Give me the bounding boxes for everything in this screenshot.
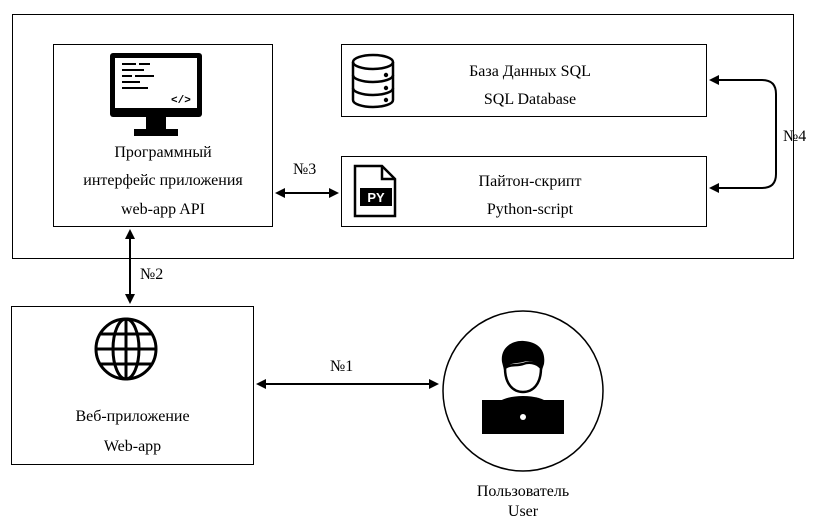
computer-code-icon: </> — [110, 53, 202, 136]
database-label-line1: База Данных SQL — [469, 63, 591, 80]
webapp-label-line1: Веб-приложение — [75, 408, 190, 425]
python-label-line1: Пайтон-скрипт — [478, 173, 582, 190]
python-badge-text: PY — [367, 190, 385, 205]
globe-icon — [94, 317, 158, 381]
api-label-line2: интерфейс приложения — [83, 172, 243, 189]
edge-label-3: №3 — [293, 161, 317, 178]
database-node — [341, 44, 707, 117]
edge-label-1: №1 — [330, 358, 354, 375]
edge-label-4: №4 — [783, 128, 807, 145]
user-label-line2: User — [507, 503, 539, 520]
python-file-icon: PY — [353, 164, 397, 218]
edge-4 — [709, 75, 777, 193]
edge-label-2: №2 — [140, 266, 164, 283]
user-label-line1: Пользователь — [476, 483, 570, 500]
python-node — [341, 156, 707, 227]
database-icon — [351, 53, 395, 109]
api-label-line1: Программный — [114, 144, 212, 161]
user-laptop-icon — [482, 340, 564, 434]
webapp-label-line2: Web-app — [103, 438, 162, 455]
api-label-line3: web-app API — [121, 201, 205, 218]
python-label-line2: Python-script — [486, 201, 574, 218]
database-label-line2: SQL Database — [483, 91, 577, 108]
svg-text:</>: </> — [171, 95, 191, 107]
